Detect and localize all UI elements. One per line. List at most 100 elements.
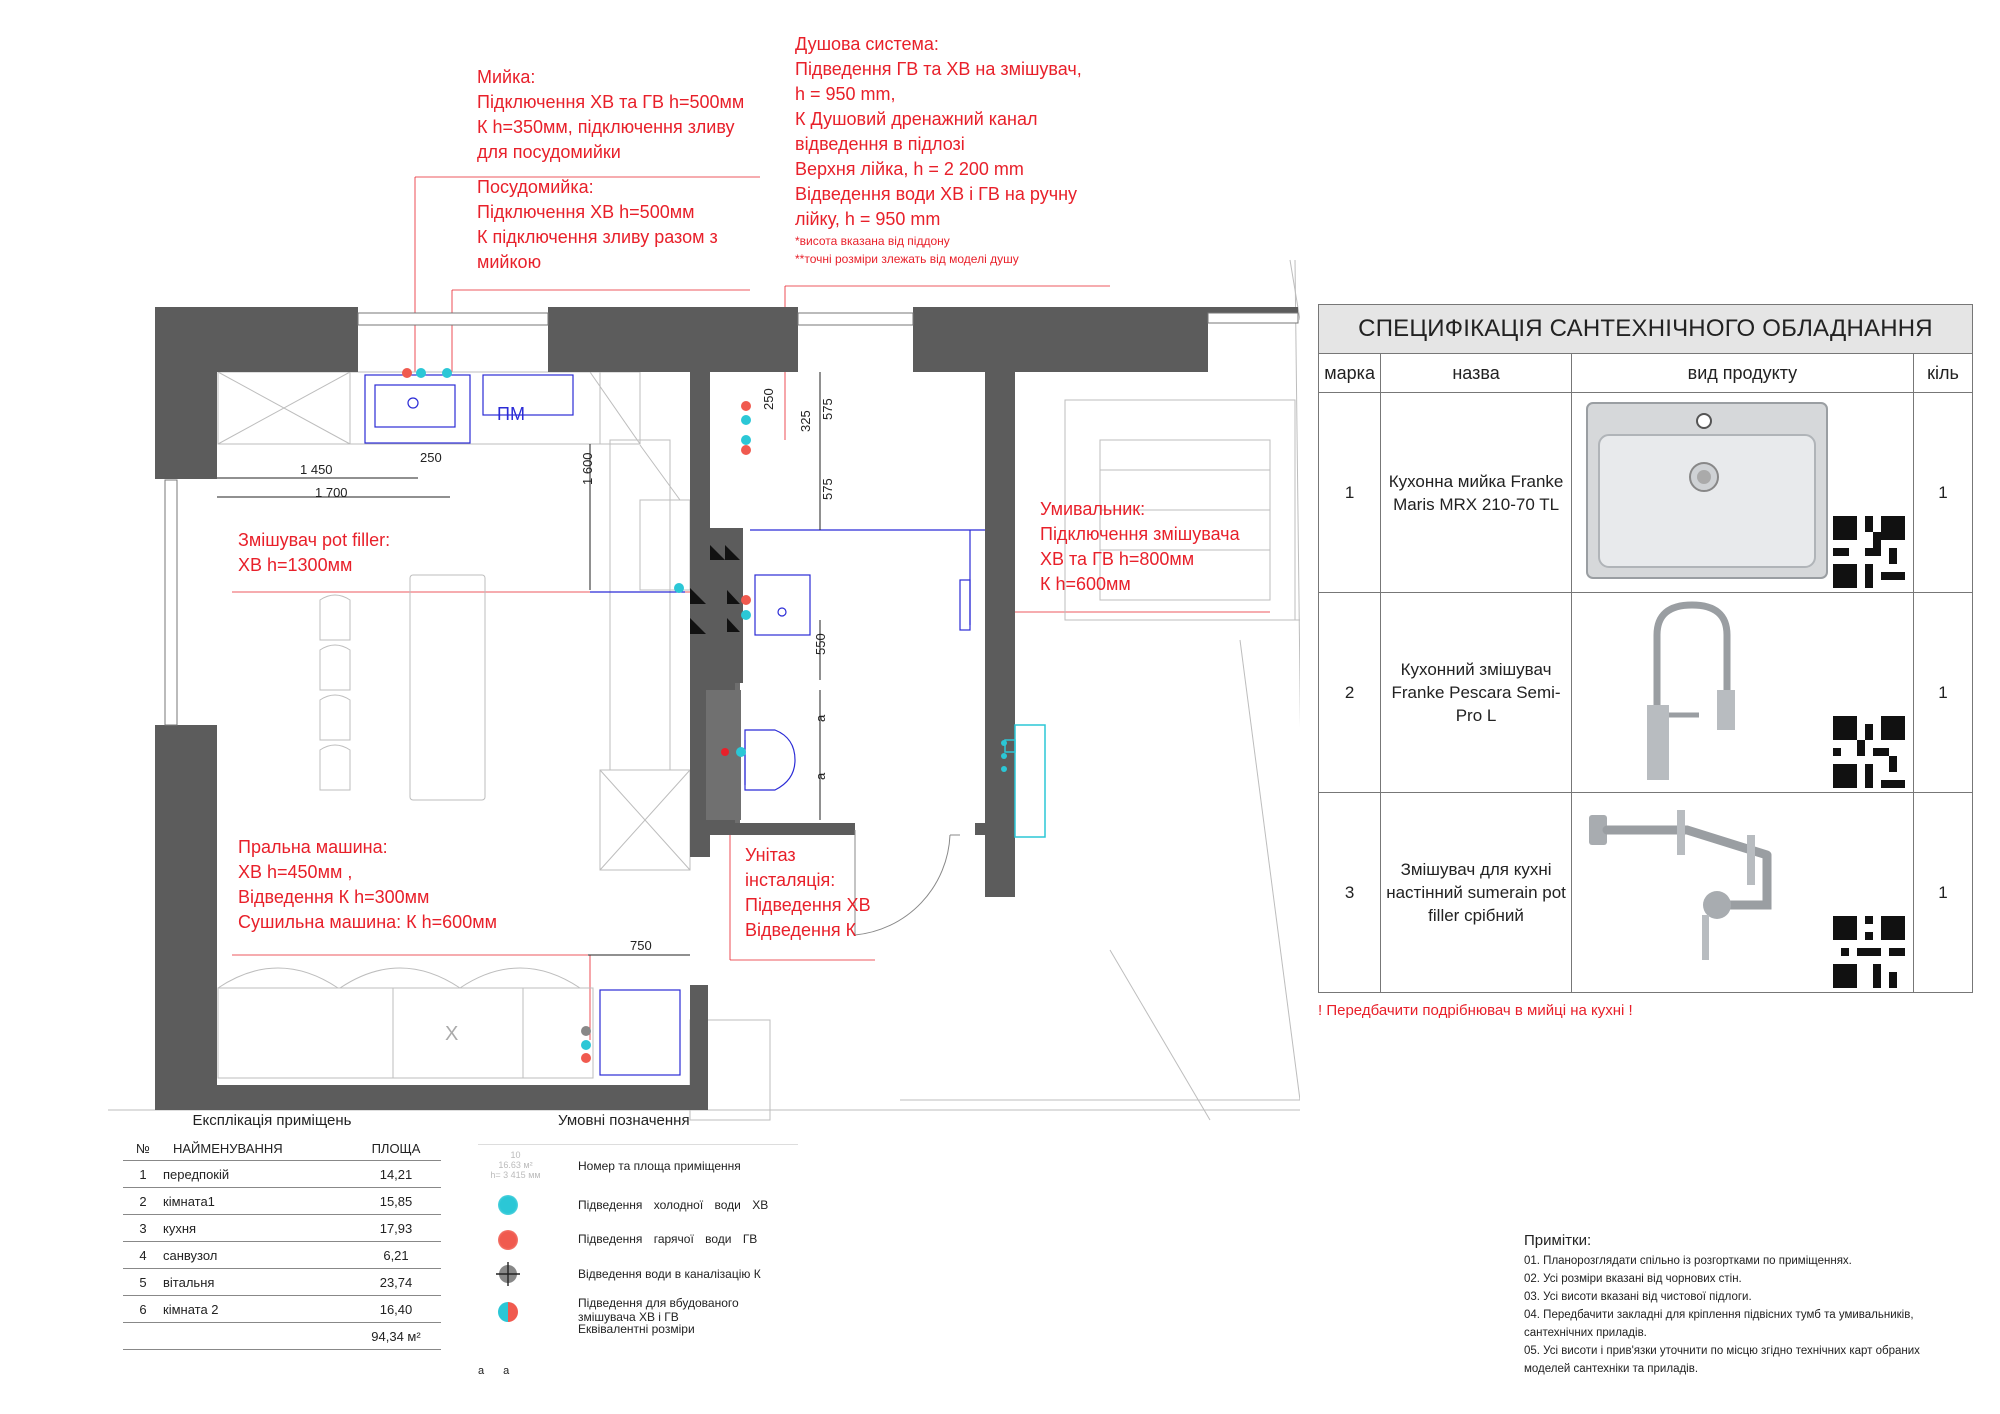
room-area: 14,21 [351,1160,441,1188]
callout-shower-line: Відведення води ХВ і ГВ на ручну [795,184,1078,204]
legend: Умовні позначення 10 16.63 м² h= 3 415 м… [478,1112,798,1382]
room-name: передпокій [163,1160,351,1188]
room-area: 6,21 [351,1241,441,1269]
callout-shower-footnote: *висота вказана від піддону [795,234,950,248]
room-num: 4 [123,1241,163,1269]
sewer-icon [496,1262,520,1286]
room-area: 16,40 [351,1295,441,1323]
dim-325: 325 [798,410,813,432]
spec-row: 2 Кухонний змішувач Franke Pescara Semi-… [1317,592,1973,793]
dishwasher-tag: ПМ [497,404,525,424]
legend-label: Підведення для вбудованого змішувача ХВ … [578,1296,739,1324]
callout-shower-line: Верхня лійка, h = 2 200 mm [795,159,1024,179]
spec-mark: 2 [1317,592,1382,793]
callout-shower-title: Душова система: [795,34,939,54]
callout-dishwasher-line: Підключення ХВ h=500мм [477,202,695,222]
windows [164,312,1299,726]
bathroom-door [854,830,960,936]
callout-sink-line: К h=350мм, підключення зливу [477,117,735,137]
floor-plan: 1 450 1 700 250 1 600 250 325 575 575 55… [108,176,1300,1121]
remark-item: 04. Передбачити закладні для кріплення п… [1524,1309,1914,1339]
callout-sink: Мийка: Підключення ХВ та ГВ h=500мм К h=… [477,65,744,165]
callout-dishwasher-line: К підключення зливу разом з [477,227,718,247]
rooms-header-num: № [123,1137,163,1161]
spec-name: Кухонний змішувач Franke Pescara Semi-Pr… [1380,592,1572,793]
dim-a-top: a [813,714,828,722]
rooms-header-area: ПЛОЩА [351,1137,441,1161]
dimension-lines [217,372,821,956]
bathroom-cabinet [1004,724,1046,838]
legend-label: Еквівалентні розміри [578,1322,695,1336]
callout-shower-line: лійку, h = 950 mm [795,209,941,229]
callout-washbasin-line: ХВ та ГВ h=800мм [1040,549,1195,569]
callout-washbasin: Умивальник: Підключення змішувача ХВ та … [1040,497,1240,597]
dim-a-bottom: a [813,772,828,780]
room-name: вітальня [163,1268,351,1296]
callout-pot-filler: Змішувач pot filler: ХВ h=1300мм [238,528,390,578]
room-name: санвузол [163,1241,351,1269]
room-num: 2 [123,1187,163,1215]
room-name: кімната1 [163,1187,351,1215]
callout-washing-title: Пральна машина: [238,837,388,857]
room-area: 23,74 [351,1268,441,1296]
callout-washbasin-line: Підключення змішувача [1040,524,1240,544]
remarks: Примітки: 01. Планорозглядати спільно із… [1524,1232,1964,1378]
callout-sink-line: Підключення ХВ та ГВ h=500мм [477,92,745,112]
legend-label: Номер та площа приміщення [578,1159,741,1173]
room-num: 3 [123,1214,163,1242]
spec-name: Змішувач для кухні настінний sumerain po… [1380,792,1572,993]
equal-dims-icon: a a [478,1365,511,1377]
remark-item: 01. Планорозглядати спільно із розгортка… [1524,1255,1852,1267]
rooms-explication: Експлікація приміщень № НАЙМЕНУВАННЯ ПЛО… [123,1112,441,1350]
callout-sink-title: Мийка: [477,67,536,87]
callout-toilet-line: інсталяція: [745,870,836,890]
spec-header-product: вид продукту [1570,353,1915,393]
remark-item: 05. Усі висоти і прив'язки уточнити по м… [1524,1345,1920,1375]
dim-1700: 1 700 [315,485,348,500]
rooms-total: 94,34 м² [351,1322,441,1350]
legend-label: Підведення холодної води ХВ [578,1198,769,1212]
dim-550: 550 [813,633,828,655]
spec-header-mark: марка [1317,353,1382,393]
spec-name: Кухонна мийка Franke Maris MRX 210-70 TL [1380,392,1572,593]
qr-code-icon [1833,916,1906,988]
callout-washing-line: Сушильна машина: К h=600мм [238,912,497,932]
dim-750: 750 [630,938,652,953]
callout-dishwasher: Посудомийка: Підключення ХВ h=500мм К пі… [477,175,718,275]
spec-table-title: СПЕЦИФІКАЦІЯ САНТЕХНІЧНОГО ОБЛАДНАННЯ [1318,304,1973,354]
legend-label: Підведення гарячої води ГВ [578,1232,758,1246]
pot-filler-icon [1589,809,1772,960]
remark-item: 02. Усі розміри вказані від чорнових сті… [1524,1273,1742,1285]
callout-shower-line: К Душовий дренажний канал [795,109,1038,129]
spec-mark: 3 [1317,792,1382,993]
dim-1600: 1 600 [580,452,595,485]
callout-washbasin-title: Умивальник: [1040,499,1146,519]
product-image-faucet [1570,592,1915,793]
dim-250-shower: 250 [761,388,776,410]
callout-sink-line: для посудомийки [477,142,621,162]
spec-row: 3 Змішувач для кухні настінний sumerain … [1317,792,1973,993]
spec-table: СПЕЦИФІКАЦІЯ САНТЕХНІЧНОГО ОБЛАДНАННЯ ма… [1317,304,1973,993]
legend-label: Відведення води в каналізацію К [578,1267,761,1281]
callout-shower-line: h = 950 mm, [795,84,896,104]
mixer-icon [498,1302,518,1322]
qr-code-icon [1833,716,1906,788]
dim-575-bottom: 575 [820,478,835,500]
callout-washing-line: Відведення К h=300мм [238,887,430,907]
callout-toilet-line: Відведення К [745,920,857,940]
dim-1450: 1 450 [300,462,333,477]
dim-575-top: 575 [820,398,835,420]
room-area: 15,85 [351,1187,441,1215]
callout-shower-line: Підведення ГВ та ХВ на змішувач, [795,59,1082,79]
room-num: 6 [123,1295,163,1323]
cold-water-icon [498,1195,518,1215]
rooms-caption: Експлікація приміщень [192,1112,352,1129]
callout-pot-filler-title: Змішувач pot filler: [238,530,391,550]
dimension-labels: 1 450 1 700 250 1 600 250 325 575 575 55… [300,388,835,1045]
sink-icon [1586,401,1829,579]
legend-caption: Умовні позначення [558,1112,690,1129]
